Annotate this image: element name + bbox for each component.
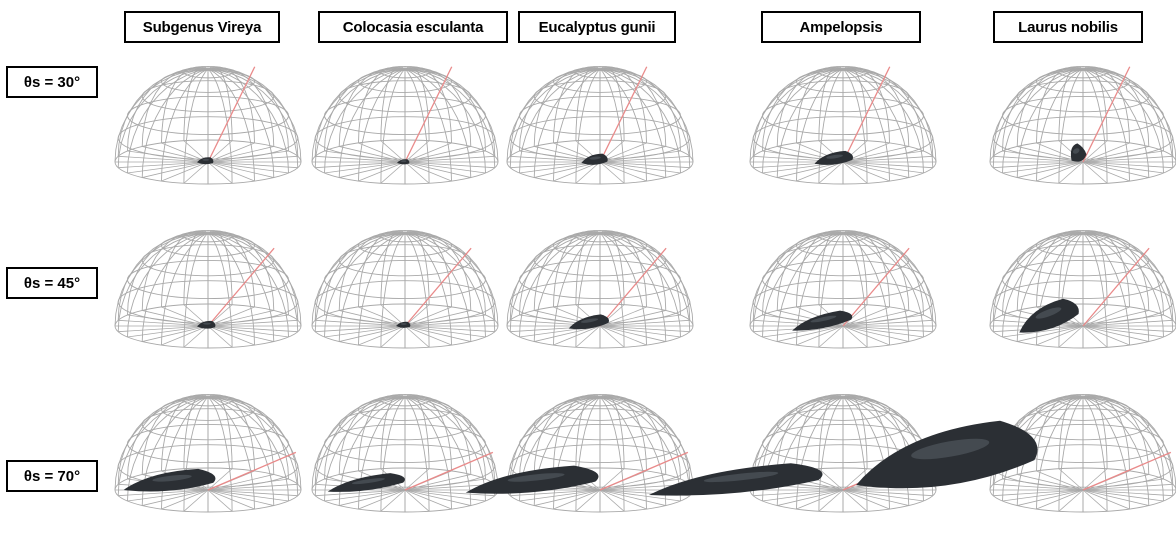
dome-panel	[311, 66, 499, 185]
sun-ray	[404, 66, 453, 163]
dome-panel	[465, 394, 694, 513]
dome-panel	[114, 394, 302, 513]
sun-ray	[842, 66, 891, 163]
dome-panel	[989, 66, 1176, 185]
sun-ray	[1082, 247, 1150, 327]
column-header-laurus-nobilis: Laurus nobilis	[993, 11, 1143, 43]
dome-panel	[856, 394, 1176, 513]
dome-panel	[114, 230, 302, 349]
dome-panel	[749, 230, 937, 349]
sun-ray	[599, 247, 667, 327]
sun-ray	[404, 247, 472, 327]
sun-ray	[207, 247, 275, 327]
sun-ray	[599, 451, 689, 491]
sun-ray	[404, 451, 494, 491]
leaf-shadow	[465, 465, 599, 494]
leaf-shadow	[1070, 143, 1087, 162]
column-header-colocasia-esculanta: Colocasia esculanta	[318, 11, 508, 43]
sun-ray	[842, 247, 910, 327]
dome-panel	[749, 66, 937, 185]
sun-ray	[207, 451, 297, 491]
sun-ray	[1082, 66, 1131, 163]
dome-panel	[311, 230, 499, 349]
column-header-subgenus-vireya: Subgenus Vireya	[124, 11, 280, 43]
dome-panel	[311, 394, 499, 513]
leaf-shadow	[197, 320, 216, 329]
dome-panel	[114, 66, 302, 185]
row-label-45: θs = 45°	[6, 267, 98, 299]
sun-ray	[207, 66, 256, 163]
dome-panel	[506, 66, 694, 185]
dome-panel	[648, 394, 937, 513]
column-header-eucalyptus-gunii: Eucalyptus gunii	[518, 11, 676, 43]
sun-ray	[599, 66, 648, 163]
sun-ray	[1082, 451, 1172, 491]
row-label-70: θs = 70°	[6, 460, 98, 492]
dome-panel	[989, 230, 1176, 349]
column-header-ampelopsis: Ampelopsis	[761, 11, 921, 43]
dome-panel	[506, 230, 694, 349]
row-label-30: θs = 30°	[6, 66, 98, 98]
